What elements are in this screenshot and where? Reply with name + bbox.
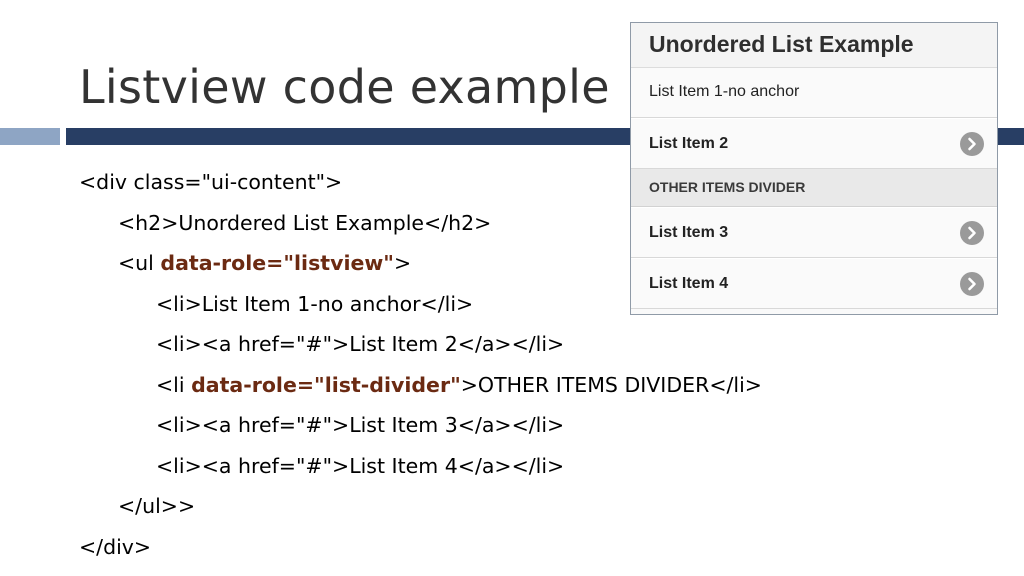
code-attribute-highlight: data-role="list-divider": [191, 372, 461, 397]
code-line-9: </ul>>: [118, 494, 196, 518]
code-line-5: <li><a href="#">List Item 2</a></li>: [156, 332, 565, 356]
list-item-label: List Item 2: [649, 135, 729, 152]
code-attribute-highlight: data-role="listview": [160, 251, 394, 275]
list-item-link[interactable]: List Item 4: [631, 258, 997, 309]
preview-heading: Unordered List Example: [631, 23, 997, 68]
list-item-label: List Item 4: [649, 275, 729, 292]
list-item-link[interactable]: List Item 2: [631, 118, 997, 169]
list-divider-label: OTHER ITEMS DIVIDER: [649, 179, 806, 195]
code-text: <ul: [118, 251, 161, 275]
code-line-4: <li>List Item 1-no anchor</li>: [156, 291, 474, 316]
code-line-3: <ul data-role="listview">: [79, 247, 762, 288]
code-text: >OTHER ITEMS DIVIDER</li>: [460, 372, 762, 397]
code-block: <div class="ui-content"> <h2>Unordered L…: [79, 166, 762, 571]
slide-title: Listview code example: [79, 60, 610, 114]
listview-preview: Unordered List Example List Item 1-no an…: [630, 22, 998, 315]
chevron-right-icon: [960, 271, 984, 296]
accent-bar-left: [0, 128, 60, 145]
code-line-1: <div class="ui-content">: [79, 170, 343, 194]
chevron-right-icon: [960, 131, 984, 156]
code-text: >: [394, 251, 412, 275]
list-item-label: List Item 3: [649, 224, 729, 241]
code-line-10: </div>: [79, 534, 152, 559]
code-line-8: <li><a href="#">List Item 4</a></li>: [156, 453, 565, 478]
code-line-7: <li><a href="#">List Item 3</a></li>: [156, 413, 565, 437]
list-item-label: List Item 1-no anchor: [649, 83, 800, 100]
chevron-right-icon: [960, 220, 984, 245]
list-item: List Item 1-no anchor: [631, 68, 997, 118]
list-divider: OTHER ITEMS DIVIDER: [631, 169, 997, 207]
list-item-link[interactable]: List Item 3: [631, 207, 997, 258]
code-line-6: <li data-role="list-divider">OTHER ITEMS…: [79, 369, 762, 410]
code-line-2: <h2>Unordered List Example</h2>: [118, 210, 492, 235]
listview: List Item 1-no anchor List Item 2 OTHER …: [631, 68, 997, 309]
code-text: <li: [156, 372, 192, 397]
